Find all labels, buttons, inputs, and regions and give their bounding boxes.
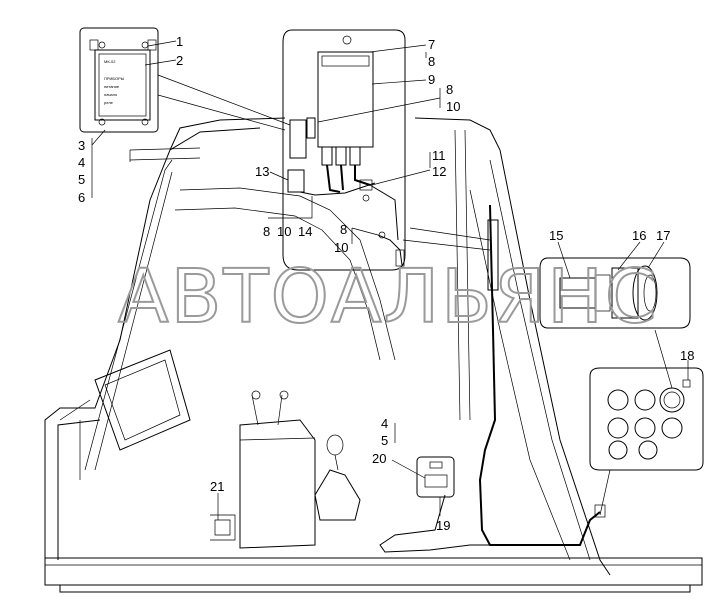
callout-18: 18: [680, 348, 694, 363]
callout-5: 5: [78, 172, 85, 187]
box-label-title: МК-02: [104, 59, 116, 64]
callout-2: 2: [176, 53, 183, 68]
callout-20: 20: [372, 451, 386, 466]
callout-19: 19: [436, 518, 450, 533]
callout-7: 7: [428, 37, 435, 52]
callout-labels: 1 2 3 4 5 6 7 8 9 8 10 8 10 14 11 12 13 …: [78, 34, 694, 533]
callout-11: 11: [432, 148, 446, 163]
callout-21: 21: [210, 479, 224, 494]
switch-panel-inset: [589, 329, 704, 516]
callout-4: 4: [381, 416, 388, 431]
callout-10: 10: [446, 99, 460, 114]
box-label-line: питание: [104, 84, 120, 89]
callout-10: 10: [334, 240, 348, 255]
callout-15: 15: [549, 228, 563, 243]
callout-4: 4: [78, 155, 85, 170]
upper-inset-panel: [282, 29, 406, 271]
callout-6: 6: [78, 190, 85, 205]
leader-lines: [91, 40, 689, 520]
box-label-line: ПРИБОРЫ: [104, 76, 125, 81]
switch-inset: [416, 456, 455, 498]
wiring-harness: [379, 204, 606, 553]
callout-1: 1: [176, 34, 183, 49]
callout-10: 10: [277, 224, 291, 239]
connector-inset: [539, 257, 691, 329]
callout-12: 12: [432, 164, 446, 179]
callout-16: 16: [632, 228, 646, 243]
relay-box-inset: МК-02 ПРИБОРЫ питание начало реле: [79, 27, 291, 133]
callout-13: 13: [255, 164, 269, 179]
cab-frame: [44, 117, 703, 593]
callout-3: 3: [78, 138, 85, 153]
box-label-line: реле: [104, 100, 114, 105]
callout-8: 8: [340, 222, 347, 237]
callout-8: 8: [428, 54, 435, 69]
callout-5: 5: [381, 433, 388, 448]
callout-8: 8: [263, 224, 270, 239]
box-label-line: начало: [104, 92, 118, 97]
callout-14: 14: [298, 224, 312, 239]
callout-17: 17: [656, 228, 670, 243]
callout-9: 9: [428, 72, 435, 87]
callout-8: 8: [446, 82, 453, 97]
watermark-text: АВТОАЛЬЯНС: [118, 254, 659, 340]
